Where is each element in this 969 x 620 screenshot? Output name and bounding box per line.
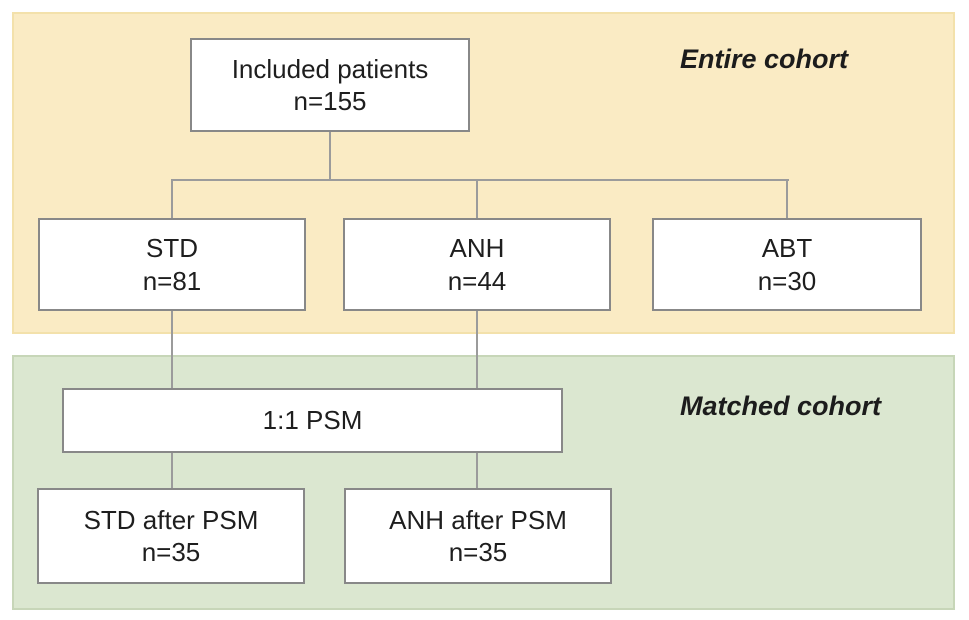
psm-title: 1:1 PSM: [262, 405, 363, 436]
connector-psm-to-std-after: [171, 451, 173, 490]
included-patients-count: n=155: [293, 86, 367, 116]
connector-drop-abt: [786, 179, 788, 220]
anh-after-psm-count: n=35: [448, 537, 508, 567]
included-patients-title: Included patients: [231, 53, 429, 84]
connector-branch-bar: [171, 179, 789, 181]
abt-box: ABT n=30: [652, 218, 922, 311]
std-count: n=81: [142, 265, 202, 296]
abt-count: n=30: [757, 265, 817, 296]
psm-box: 1:1 PSM: [62, 388, 563, 453]
connector-std-to-psm: [171, 309, 173, 390]
std-title: STD: [146, 233, 198, 263]
std-after-psm-box: STD after PSM n=35: [37, 488, 305, 584]
anh-count: n=44: [447, 265, 507, 296]
included-patients-box: Included patients n=155: [190, 38, 470, 132]
connector-drop-anh: [476, 179, 478, 220]
matched-cohort-label: Matched cohort: [680, 391, 882, 421]
anh-after-psm-title: ANH after PSM: [389, 504, 567, 535]
entire-cohort-label: Entire cohort: [680, 44, 849, 74]
std-after-psm-title: STD after PSM: [83, 504, 259, 535]
connector-anh-to-psm: [476, 309, 478, 390]
abt-title: ABT: [761, 233, 813, 263]
std-after-psm-count: n=35: [141, 537, 201, 567]
anh-title: ANH: [449, 233, 505, 263]
connector-psm-to-anh-after: [476, 451, 478, 490]
std-box: STD n=81: [38, 218, 306, 311]
connector-included-stem: [329, 131, 331, 181]
connector-drop-std: [171, 179, 173, 220]
anh-box: ANH n=44: [343, 218, 611, 311]
anh-after-psm-box: ANH after PSM n=35: [344, 488, 612, 584]
